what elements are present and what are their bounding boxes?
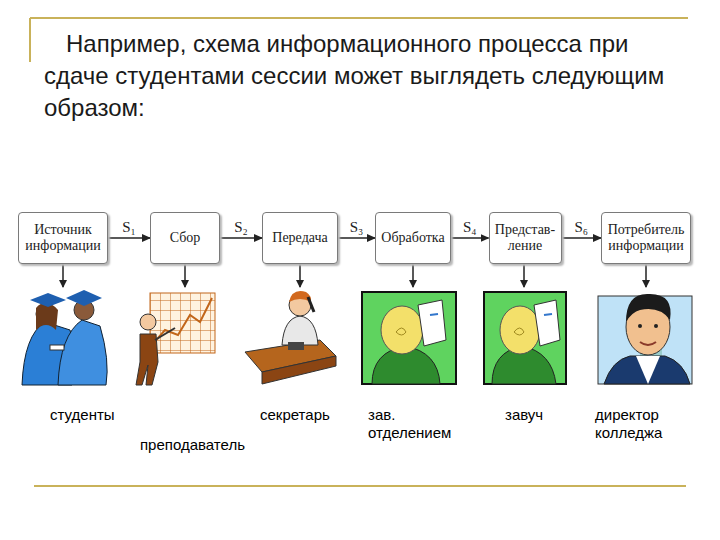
title: Например, схема информационного процесса… (44, 28, 694, 124)
teacher-picture (136, 293, 215, 385)
arrow-connector (338, 237, 375, 239)
caption-label: зав. отделением (368, 406, 478, 442)
box-text: Передача (272, 230, 327, 246)
box-text: Сбор (170, 230, 201, 246)
students-picture (22, 290, 107, 385)
arrow-connector (451, 237, 489, 239)
process-box: Представ- ление (489, 212, 562, 264)
box-text: Потребитель информации (607, 222, 685, 254)
box-text: Обработка (381, 230, 444, 246)
deputy-director-picture (484, 292, 566, 384)
signal-label: S₂ (233, 219, 249, 235)
signal-label: S₄ (462, 219, 478, 235)
down-arrows (63, 264, 646, 287)
process-box: Потребитель информации (601, 212, 691, 264)
process-box: Сбор (150, 212, 220, 264)
signal-label: S₆ (573, 219, 589, 235)
head-of-department-picture (362, 292, 456, 384)
process-box: Источник информации (18, 212, 108, 264)
process-box: Передача (262, 212, 338, 264)
caption-label: студенты (50, 406, 140, 424)
caption-label: преподаватель (140, 436, 270, 454)
box-text: Источник информации (24, 222, 102, 254)
caption-label: секретарь (260, 406, 360, 424)
arrow-connector (562, 237, 602, 239)
signal-label: S₁ (121, 219, 137, 235)
box-text: Представ- ление (495, 222, 556, 254)
caption-label: завуч (505, 406, 585, 424)
arrow-connector (108, 237, 150, 239)
process-box: Обработка (375, 212, 451, 264)
arrow-connector (220, 237, 262, 239)
signal-label: S₃ (349, 219, 365, 235)
caption-label: директор колледжа (595, 406, 705, 442)
director-picture (598, 294, 692, 384)
secretary-picture (245, 291, 336, 384)
